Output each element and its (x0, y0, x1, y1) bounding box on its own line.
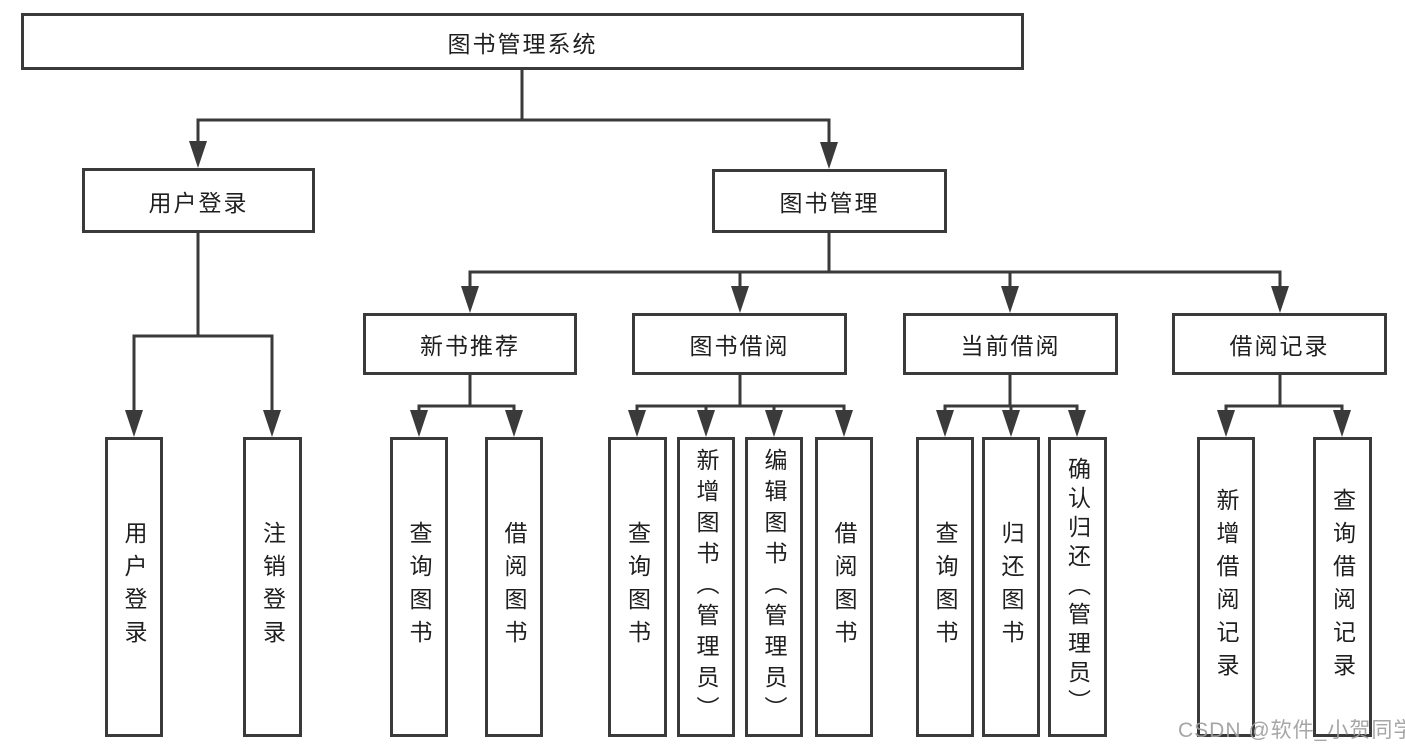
leaf-edit-books-admin: 编辑图书（管理员） (745, 437, 803, 737)
leaf-borrow-books: 借阅图书 (815, 437, 873, 737)
leaf-user-login: 用户登录 (105, 437, 163, 737)
node-new-book-recommend: 新书推荐 (363, 313, 577, 375)
leaf-borrow-books-recommend: 借阅图书 (485, 437, 543, 737)
node-book-management: 图书管理 (712, 169, 947, 233)
node-borrow-records: 借阅记录 (1172, 313, 1387, 375)
csdn-watermark: CSDN @软件_小贺同学 (1178, 719, 1405, 742)
leaf-confirm-return-admin: 确认归还（管理员） (1048, 437, 1107, 737)
node-user-login-branch: 用户登录 (82, 168, 315, 233)
leaf-query-books-current: 查询图书 (916, 437, 974, 737)
node-root-library-system: 图书管理系统 (21, 13, 1024, 70)
leaf-return-books: 归还图书 (982, 437, 1040, 737)
node-book-borrow: 图书借阅 (632, 313, 847, 375)
leaf-logout: 注销登录 (243, 437, 302, 737)
leaf-add-borrow-record: 新增借阅记录 (1197, 437, 1255, 737)
leaf-add-books-admin: 新增图书（管理员） (677, 437, 735, 737)
arrowheads (125, 141, 1351, 437)
leaf-query-books-borrow: 查询图书 (608, 437, 667, 737)
node-current-borrow: 当前借阅 (903, 313, 1118, 375)
leaf-query-books-recommend: 查询图书 (390, 437, 448, 737)
leaf-query-borrow-record: 查询借阅记录 (1313, 437, 1372, 737)
